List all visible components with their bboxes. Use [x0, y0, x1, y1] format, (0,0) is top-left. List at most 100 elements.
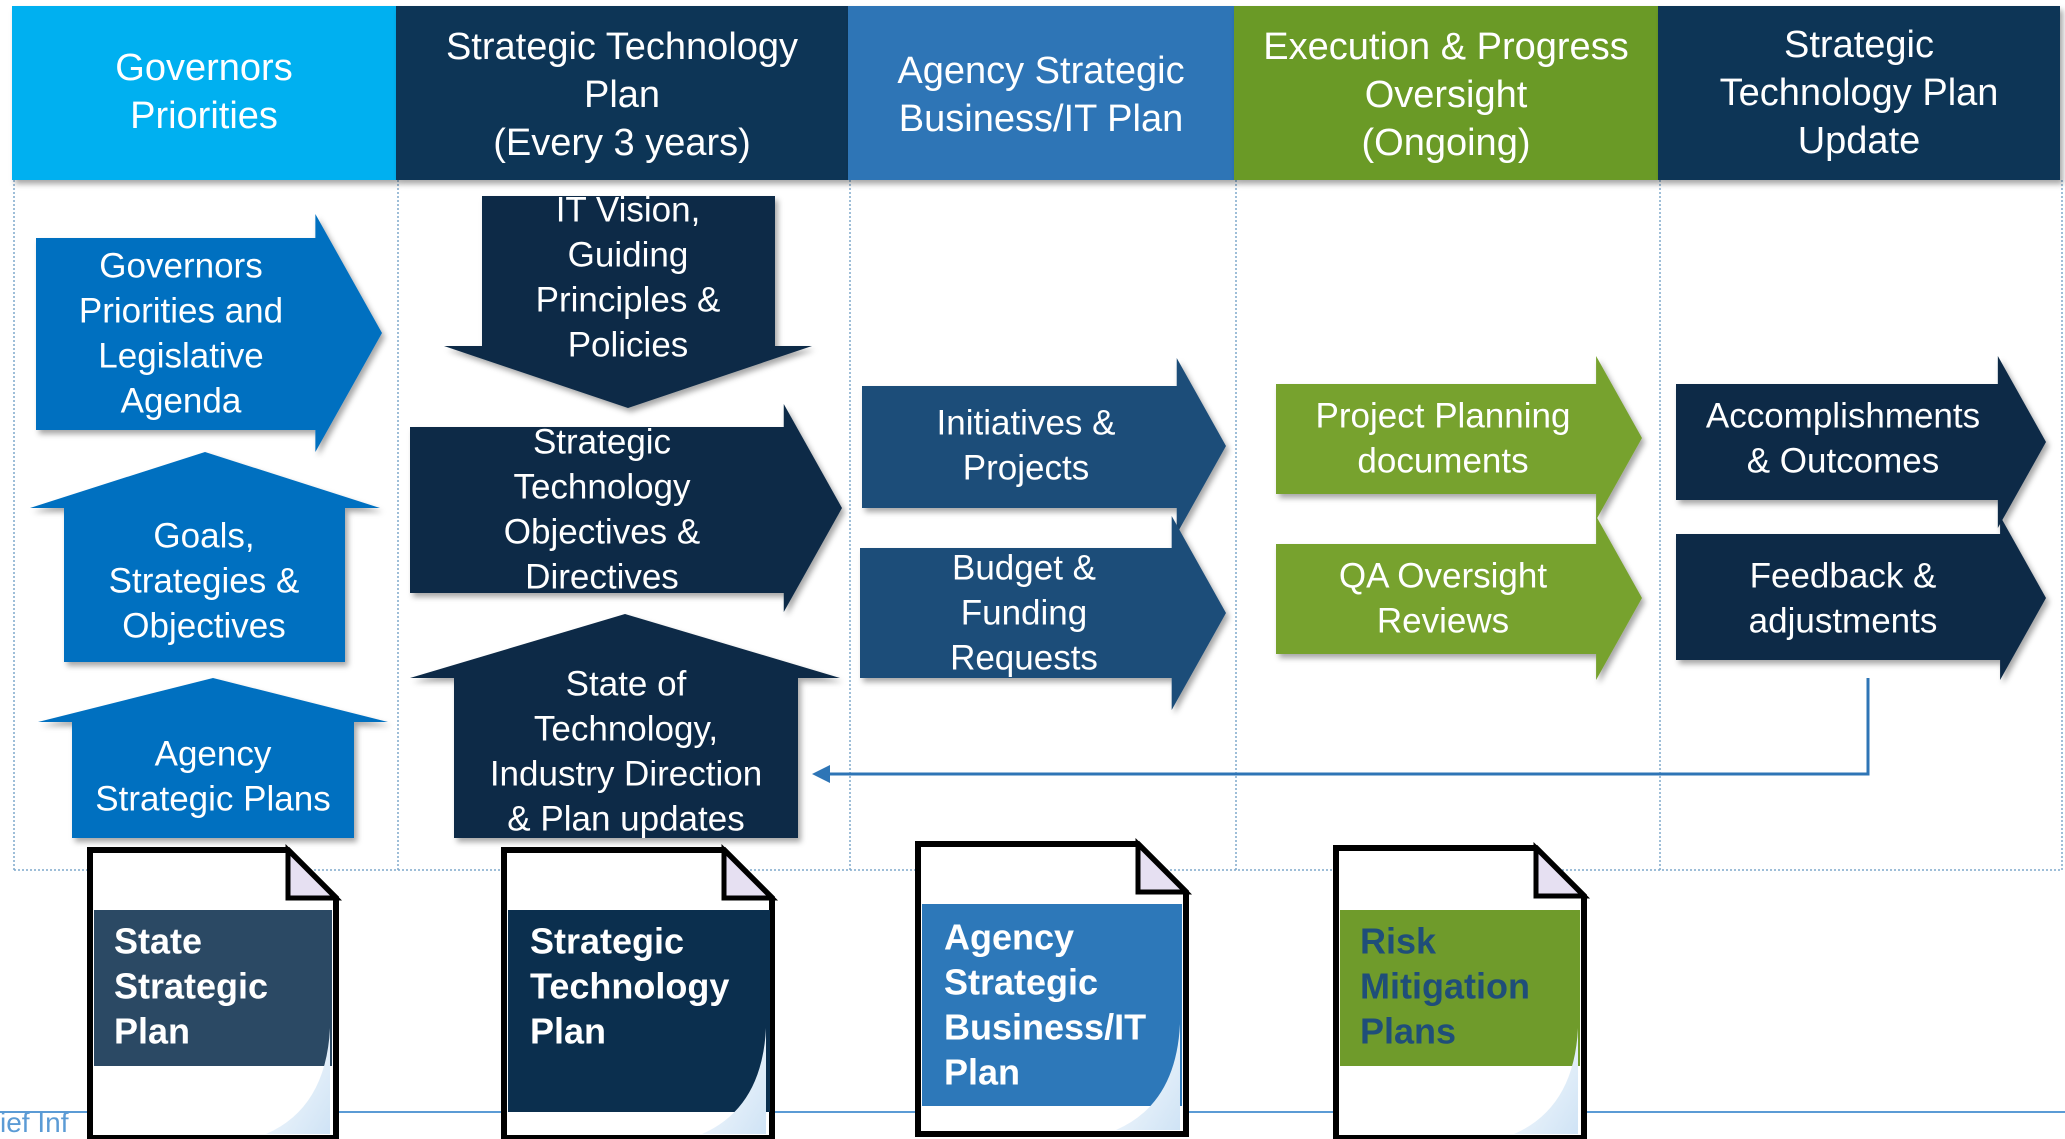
column-header-label-line: Technology Plan — [1720, 72, 1999, 114]
feedback-arrow-label-line: Feedback & — [1750, 556, 1937, 595]
document-title-line: Strategic — [530, 921, 684, 962]
document-page-curl — [702, 1028, 766, 1134]
column-header-label-line: Business/IT Plan — [899, 98, 1183, 140]
column-header-label-line: Update — [1798, 120, 1921, 162]
governors-agenda-arrow-label-line: Priorities and — [79, 291, 283, 330]
feedback-connector-arrowhead — [812, 765, 830, 783]
objectives-arrow-shape — [410, 404, 842, 612]
feedback-connector-line — [828, 678, 1870, 776]
column-header-label-line: Governors — [115, 47, 292, 89]
column-header-bg — [848, 6, 1234, 180]
agency-plans-up-arrow-label-line: Agency — [155, 734, 272, 773]
document-title-band — [922, 904, 1182, 1106]
document-title-line: Mitigation — [1360, 966, 1530, 1007]
goals-up-arrow-label-line: Strategies & — [109, 561, 300, 600]
column-header-label-line: Execution & Progress — [1263, 26, 1628, 68]
goals-up-arrow-label: Goals,Strategies &Objectives — [109, 516, 300, 645]
document-title-band — [94, 910, 332, 1066]
document-page-curl — [266, 1028, 330, 1134]
agency-plans-up-arrow-shape — [38, 678, 388, 838]
document-title-line: Agency — [944, 917, 1074, 958]
accomplishments-arrow-label: Accomplishments& Outcomes — [1706, 396, 1980, 480]
governors-agenda-arrow-label-line: Agenda — [121, 381, 242, 420]
document-corner-fold — [1533, 841, 1591, 899]
document-title-band — [508, 910, 770, 1112]
feedback-arrow-shape — [1676, 516, 2046, 680]
document-title-line: Technology — [530, 966, 729, 1007]
accomplishments-arrow: Accomplishments& Outcomes — [1676, 356, 2046, 528]
it-vision-label-line: IT Vision, — [556, 190, 701, 229]
initiatives-arrow-label-line: Initiatives & — [937, 403, 1116, 442]
it-vision-label-line: Policies — [568, 325, 689, 364]
initiatives-arrow: Initiatives & Projects — [862, 358, 1226, 534]
document-title-line: Plans — [1360, 1011, 1456, 1052]
document-page-curl — [1514, 1028, 1578, 1134]
column-header-bg — [1658, 6, 2060, 180]
initiatives-arrow-label-line: Projects — [963, 448, 1089, 487]
accomplishments-arrow-shape — [1676, 356, 2046, 528]
objectives-arrow-label-line: Technology — [513, 467, 691, 506]
qa-oversight-arrow-label-line: Reviews — [1377, 601, 1509, 640]
document-corner-fold — [1135, 837, 1193, 895]
it-vision-label-line: Guiding — [568, 235, 689, 274]
initiatives-arrow-label: Initiatives & Projects — [937, 403, 1116, 487]
document-corner-fold — [721, 843, 779, 901]
document-title-line: Strategic — [944, 962, 1098, 1003]
document-title-line: Risk — [1360, 921, 1437, 962]
accomplishments-arrow-label-line: Accomplishments — [1706, 396, 1980, 435]
column-header-bg — [1234, 6, 1658, 180]
document-title-line: Plan — [944, 1052, 1020, 1093]
budget-arrow-label-line: Budget & — [952, 548, 1096, 587]
objectives-arrow-label-line: Strategic — [533, 422, 671, 461]
agency-plans-up-arrow-label-line: Strategic Plans — [95, 779, 330, 818]
it-vision-label-line: Principles & — [536, 280, 721, 319]
column-header-label-line: Agency Strategic — [897, 50, 1184, 92]
governors-agenda-arrow-label-line: Legislative — [98, 336, 263, 375]
document-title-line: Plan — [114, 1011, 190, 1052]
document-title-line: Strategic — [114, 966, 268, 1007]
it-vision-down-arrow-shape — [444, 196, 812, 408]
document-page-curl — [1116, 1024, 1180, 1130]
goals-up-arrow-shape — [30, 452, 380, 662]
project-planning-arrow-shape — [1276, 356, 1642, 520]
document-title-band — [1340, 910, 1580, 1066]
feedback-arrow: Feedback &adjustments — [1676, 516, 2046, 680]
project-planning-arrow-label-line: Project Planning — [1316, 396, 1571, 435]
feedback-connector — [812, 678, 1870, 783]
qa-oversight-arrow-label-line: QA Oversight — [1339, 556, 1547, 595]
initiatives-arrow-shape — [862, 358, 1226, 534]
column-header-label-line: (Ongoing) — [1362, 122, 1531, 164]
state-of-tech-up-arrow-label-line: & Plan updates — [507, 799, 744, 838]
state-of-tech-up-arrow-shape — [410, 614, 840, 838]
column-header-label-line: Oversight — [1365, 74, 1528, 116]
feedback-arrow-label: Feedback &adjustments — [1749, 556, 1938, 640]
